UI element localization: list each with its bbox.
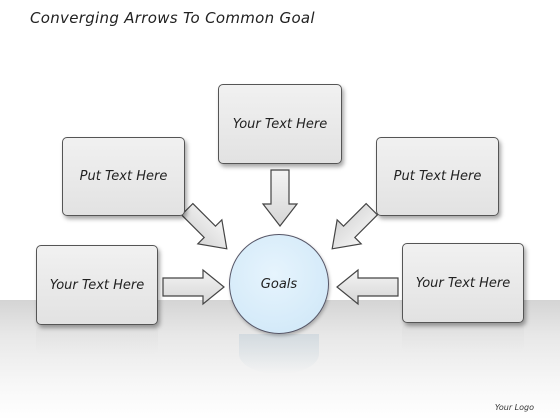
page-title: Converging Arrows To Common Goal xyxy=(30,9,315,27)
box-top: Your Text Here xyxy=(218,84,342,164)
box-upper-right: Put Text Here xyxy=(376,137,499,216)
arrow-from-upper-right xyxy=(331,202,379,250)
arrow-from-top xyxy=(261,169,299,227)
box-upper-left-label: Put Text Here xyxy=(79,169,168,184)
goal-label: Goals xyxy=(260,276,298,292)
goal-reflection xyxy=(239,334,319,374)
logo-text: Your Logo xyxy=(494,403,534,412)
arrow-from-lower-left xyxy=(162,268,225,306)
goal-circle: Goals xyxy=(229,234,329,334)
box-upper-right-label: Put Text Here xyxy=(393,169,482,184)
box-lower-left: Your Text Here xyxy=(36,245,158,325)
box-reflection-lower-right xyxy=(402,324,524,352)
box-lower-right-label: Your Text Here xyxy=(415,275,511,291)
arrow-from-lower-right xyxy=(336,268,399,306)
arrow-from-upper-left xyxy=(180,202,228,250)
box-lower-left-label: Your Text Here xyxy=(49,277,145,293)
box-lower-right: Your Text Here xyxy=(402,243,524,323)
box-top-label: Your Text Here xyxy=(232,116,328,132)
box-upper-left: Put Text Here xyxy=(62,137,185,216)
box-reflection-lower-left xyxy=(36,326,158,354)
